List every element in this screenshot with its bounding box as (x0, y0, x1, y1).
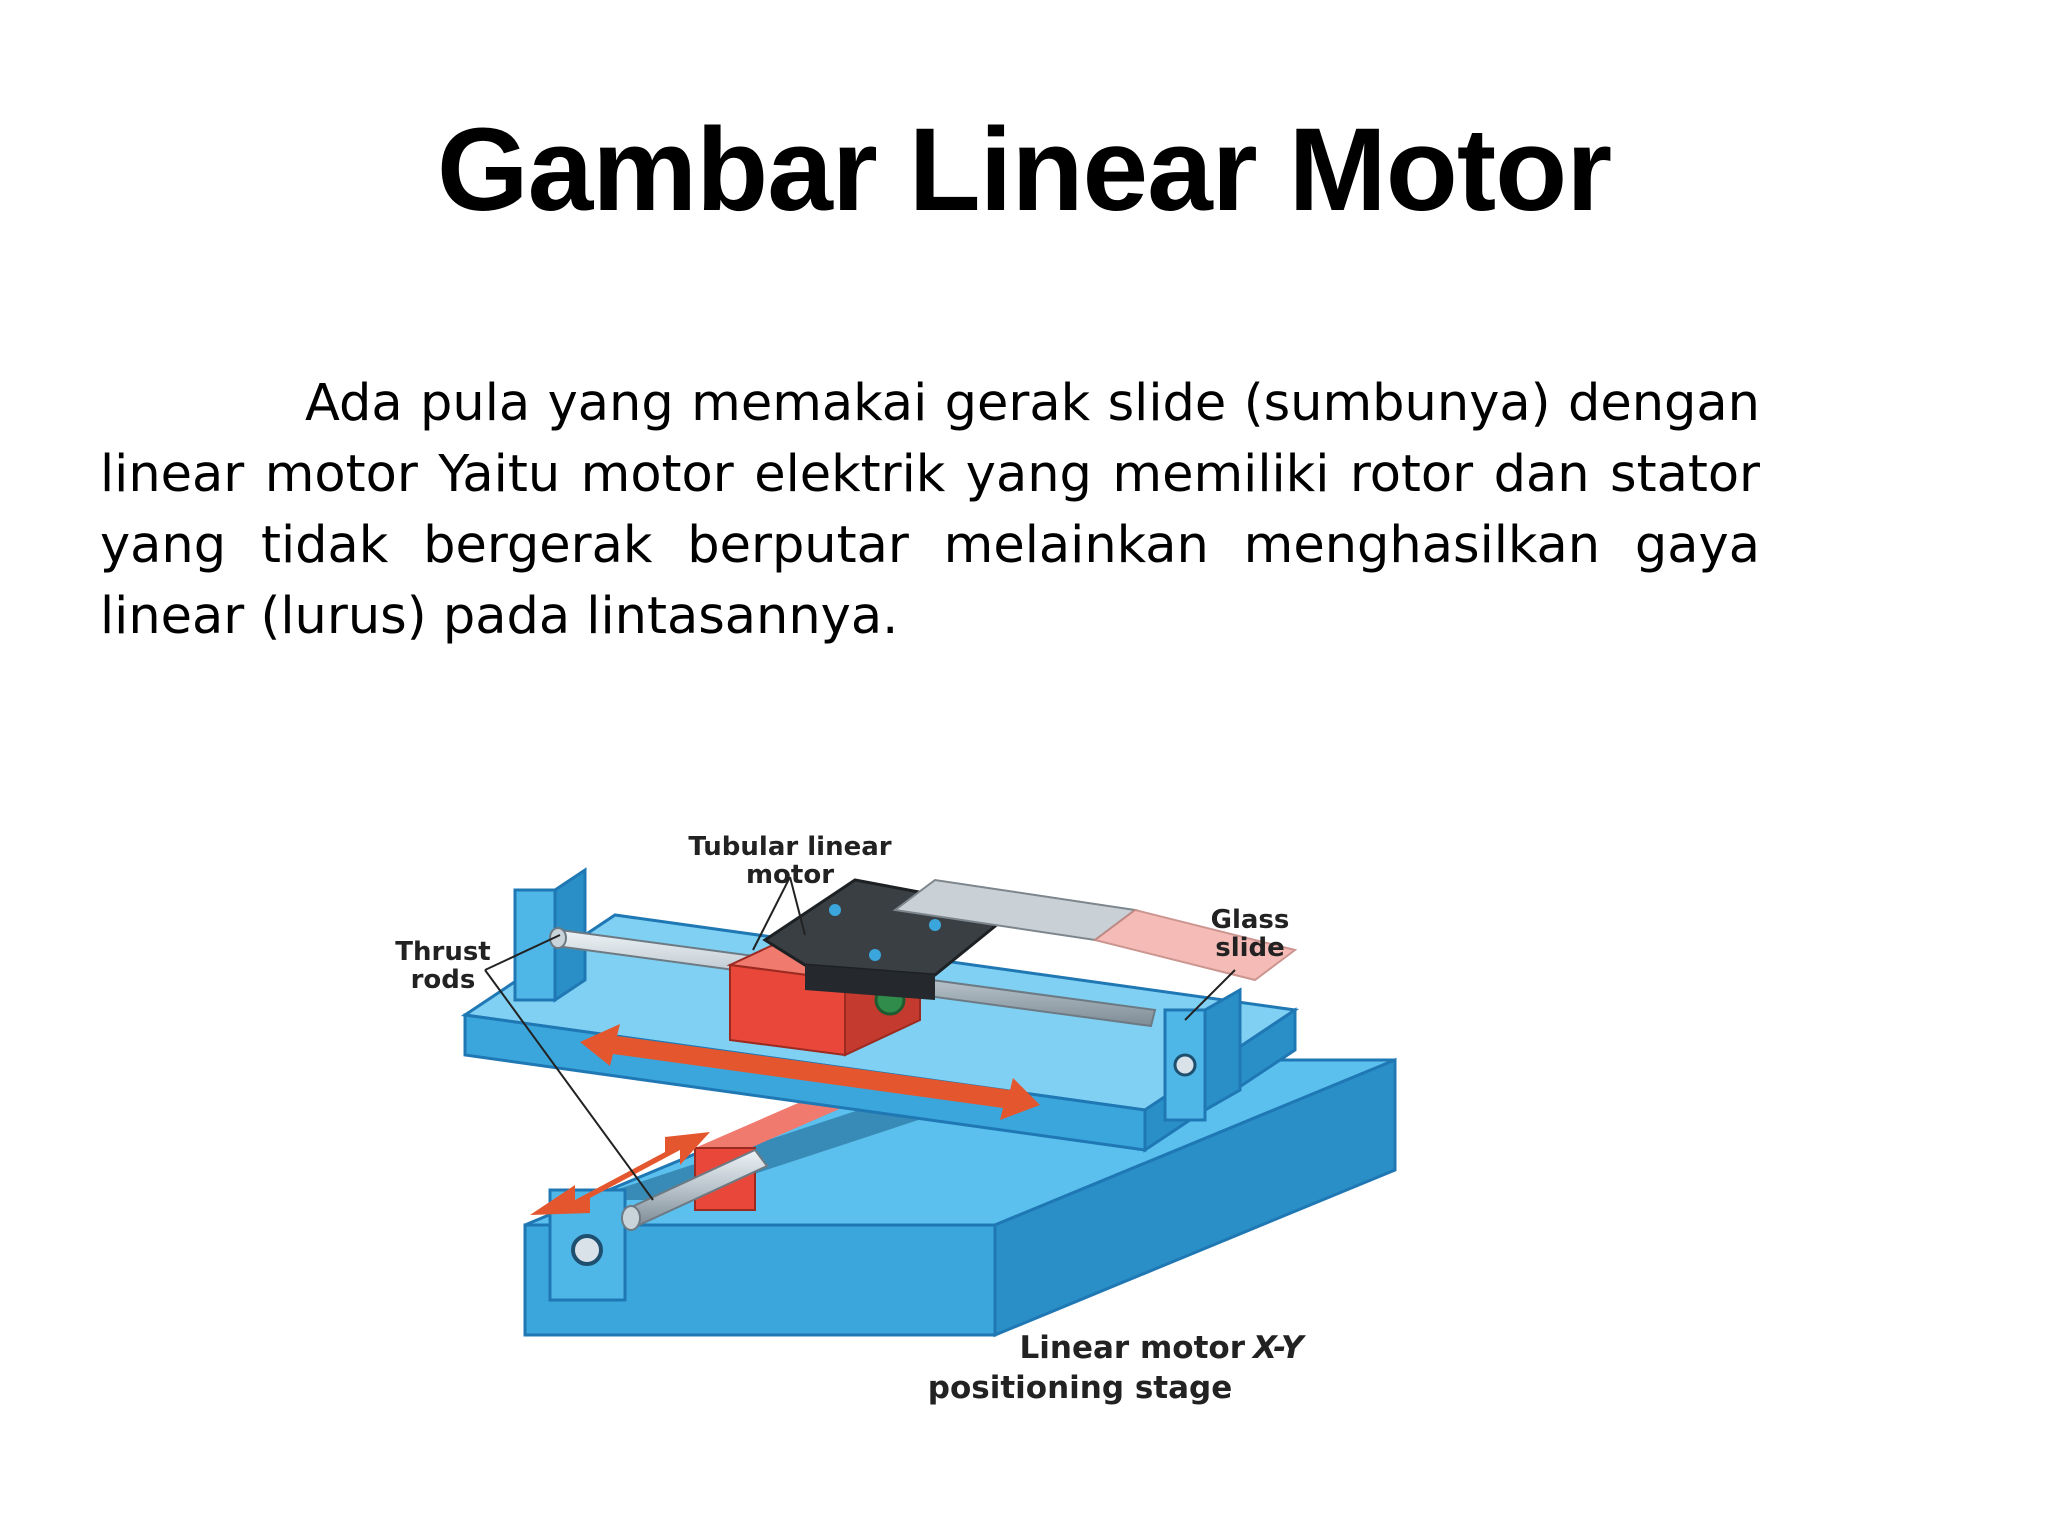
linear-motor-figure: Tubular linear motor Thrust rods Glass s… (335, 760, 1725, 1460)
linear-motor-illustration: Tubular linear motor Thrust rods Glass s… (395, 832, 1397, 1406)
label-glass-line2: slide (1215, 933, 1285, 963)
caption-xy: X-Y (1251, 1330, 1307, 1366)
label-tubular-line1: Tubular linear (688, 832, 891, 862)
slide-title: Gambar Linear Motor (436, 104, 1612, 236)
label-tubular-line2: motor (746, 860, 834, 890)
lower-thrust-rod (621, 1148, 769, 1231)
caption-line2: positioning stage (928, 1370, 1232, 1406)
x-axis-arrow (580, 1024, 1040, 1120)
label-leader-lines (484, 876, 1236, 1201)
body-paragraph: Ada pula yang memakai gerak slide (sumbu… (100, 374, 1760, 646)
label-glass-line1: Glass (1211, 905, 1290, 935)
label-thrust-line1: Thrust (395, 937, 490, 967)
y-axis-arrow (530, 1132, 710, 1215)
caption-line1: Linear motor (1020, 1330, 1246, 1366)
glass-slide (892, 878, 1298, 982)
label-thrust-line2: rods (411, 965, 476, 995)
